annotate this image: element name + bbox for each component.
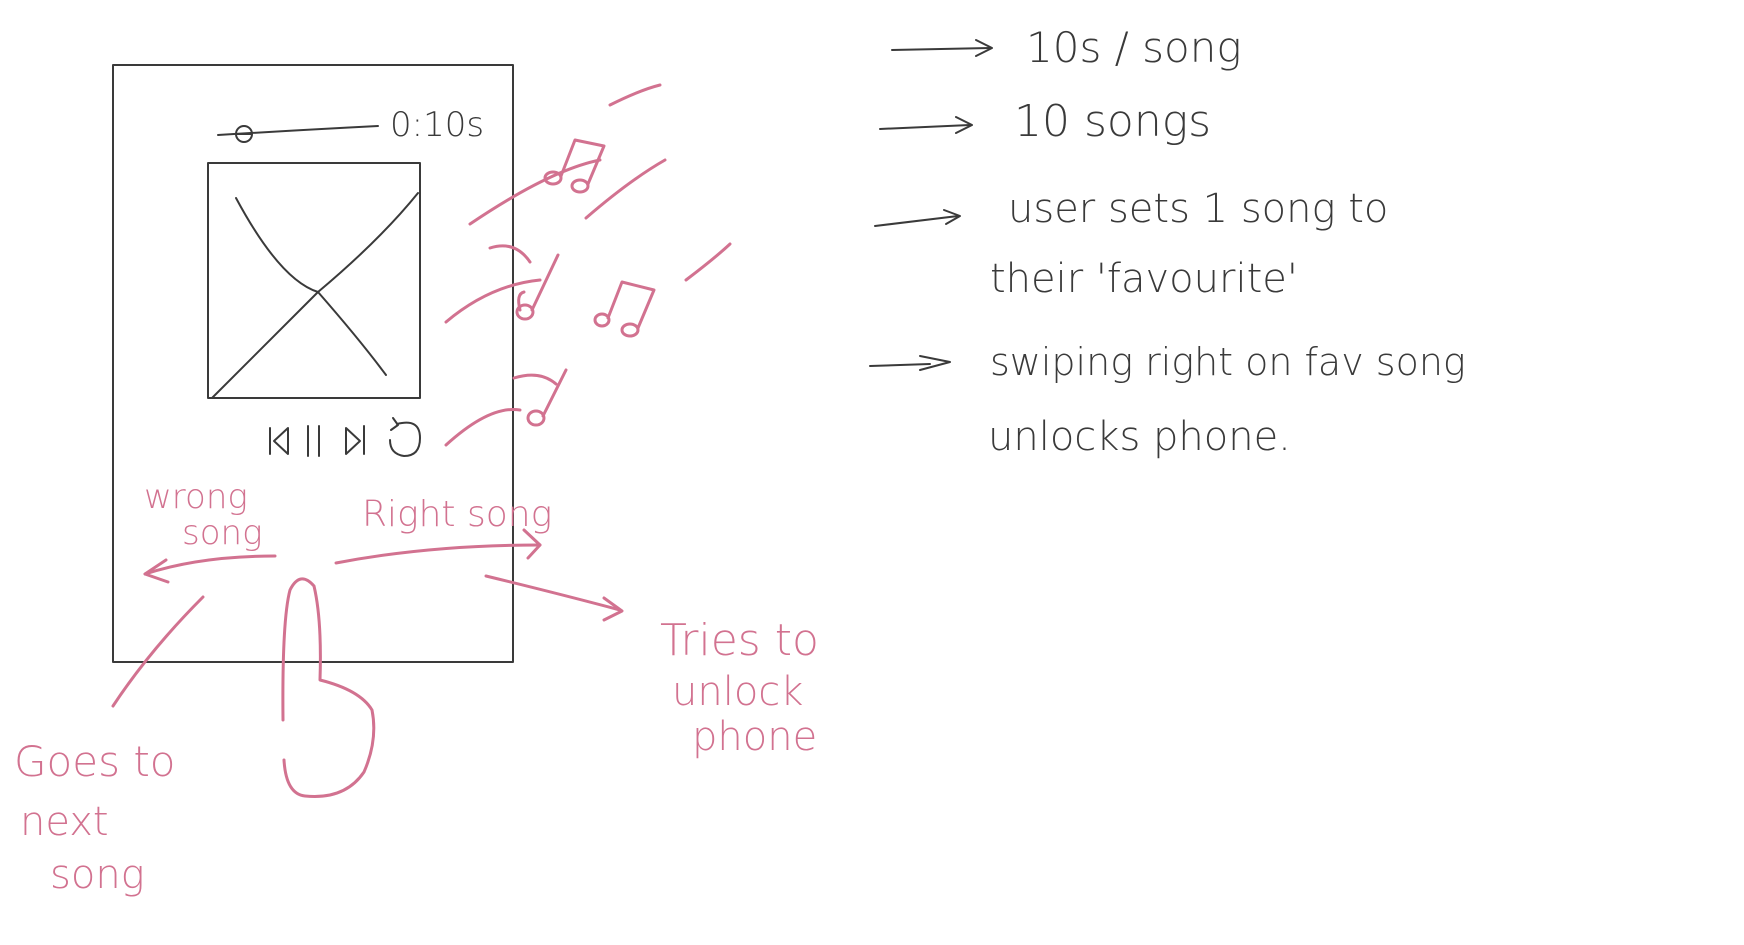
note-item-1: 10s / song — [891, 23, 1242, 72]
tries-to-unlock-line1: Tries to — [660, 615, 819, 666]
music-note-icon — [488, 244, 560, 321]
note-text-2: 10 songs — [1014, 96, 1211, 147]
goes-to-next-song-line3: song — [50, 852, 145, 898]
music-note-icon — [543, 138, 606, 194]
image-placeholder-icon — [207, 162, 421, 399]
finger-icon — [281, 577, 376, 798]
note-item-4: swiping right on fav song unlocks phone. — [869, 340, 1466, 460]
note-text-3-line1: user sets 1 song to — [1008, 186, 1388, 232]
tries-to-unlock-line3: phone — [692, 714, 817, 760]
right-outcome-arrow — [484, 574, 624, 622]
note-item-3: user sets 1 song to their 'favourite' — [874, 186, 1388, 302]
goes-to-next-song-line1: Goes to — [14, 737, 175, 786]
music-note-icon — [593, 280, 656, 338]
note-text-1: 10s / song — [1026, 23, 1242, 72]
player-controls — [269, 417, 421, 457]
notes-list: 10s / song 10 songs user sets 1 song to … — [869, 23, 1466, 460]
swipe-left-arrow — [143, 554, 277, 584]
skip-back-icon[interactable] — [269, 427, 289, 455]
right-song-label: Right song — [362, 494, 552, 535]
note-text-4-line1: swiping right on fav song — [990, 340, 1466, 384]
note-text-4-line2: unlocks phone. — [988, 414, 1291, 460]
wrong-song-label-line2: song — [182, 513, 262, 553]
wrong-song-label-line1: wrong — [144, 477, 248, 517]
phone-frame — [112, 64, 514, 663]
progress-bar[interactable] — [217, 125, 379, 143]
left-outcome-connector — [111, 595, 205, 708]
note-text-3-line2: their 'favourite' — [990, 256, 1298, 302]
music-notes-decoration — [444, 83, 732, 447]
music-note-icon — [512, 368, 568, 427]
tries-to-unlock-line2: unlock — [672, 669, 803, 715]
note-item-2: 10 songs — [879, 96, 1211, 147]
replay-icon[interactable] — [389, 417, 421, 457]
swipe-right-arrow — [334, 528, 542, 565]
timer-label: 0:10s — [390, 105, 484, 145]
skip-forward-icon[interactable] — [345, 425, 365, 455]
pause-icon[interactable] — [307, 425, 320, 457]
goes-to-next-song-line2: next — [20, 799, 109, 845]
